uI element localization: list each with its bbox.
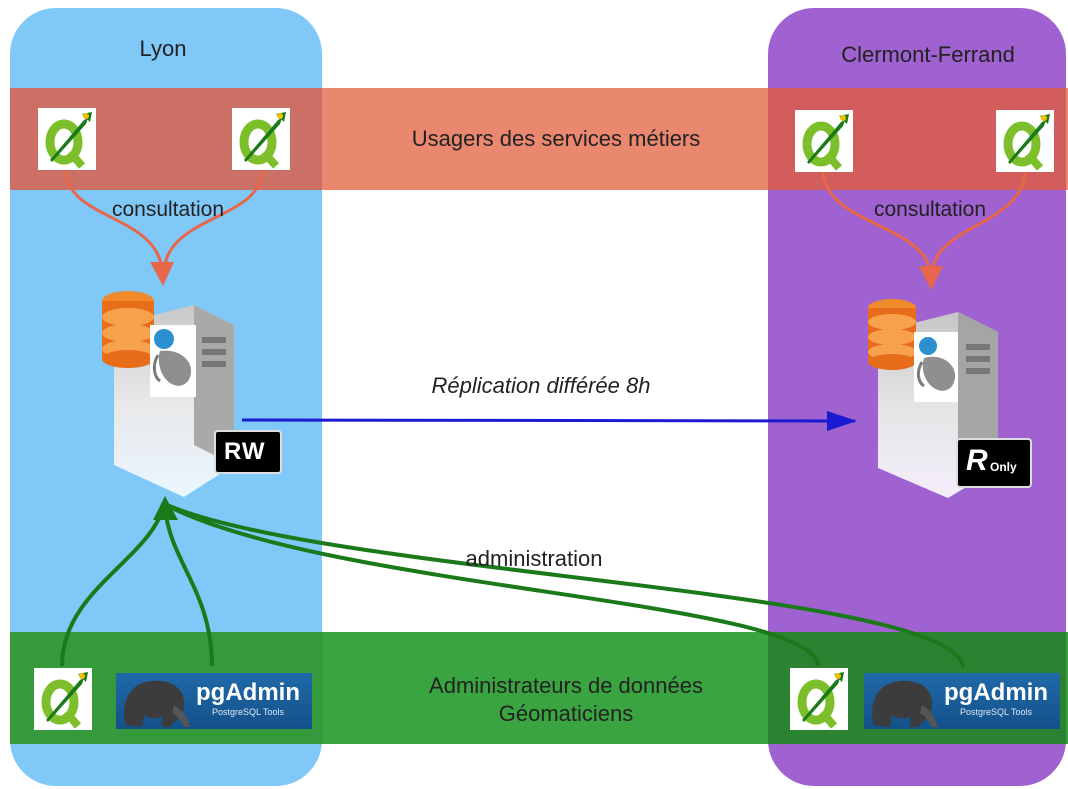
- postgresql-elephant-icon: [124, 680, 190, 727]
- qgis-icon: [232, 108, 290, 170]
- consultation-arrow-right-a: [821, 169, 932, 276]
- admin-arrow-pgadmin-right: [166, 503, 965, 669]
- database-server-icon: [94, 285, 244, 500]
- qgis-icon: [38, 108, 96, 170]
- rw-badge: RW: [214, 430, 282, 474]
- site-title-lyon: Lyon: [139, 36, 187, 61]
- consultation-arrow-left-a: [64, 169, 164, 273]
- admin-arrow-qgis-left: [60, 504, 166, 667]
- admin-arrowhead: [153, 496, 178, 520]
- replication-label: Réplication différée 8h: [431, 373, 651, 398]
- pgadmin-title: pgAdmin: [944, 679, 1048, 706]
- site-title-clermont: Clermont-Ferrand: [841, 42, 1015, 67]
- pgadmin-subtitle: PostgreSQL Tools: [960, 707, 1033, 717]
- admin-band-label-line1: Administrateurs de données: [429, 673, 703, 698]
- consultation-arrow-left-b: [162, 169, 264, 273]
- administration-label: administration: [465, 546, 603, 571]
- pgadmin-title: pgAdmin: [196, 679, 300, 706]
- qgis-icon: [34, 668, 92, 730]
- consultation-label-right: consultation: [873, 198, 987, 221]
- globe-icon: [154, 329, 174, 349]
- admin-arrow-pgadmin-left: [163, 504, 214, 667]
- pgadmin-subtitle: PostgreSQL Tools: [212, 707, 285, 717]
- replication-arrow: [241, 410, 857, 431]
- admin-band-label-line2: Géomaticiens: [498, 701, 634, 726]
- consultation-label-left: consultation: [111, 198, 225, 221]
- qgis-icon: [795, 110, 853, 172]
- rw-badge-text: RW: [224, 438, 266, 465]
- read-only-badge-text: Only: [990, 460, 1017, 474]
- pgadmin-logo: pgAdmin PostgreSQL Tools: [864, 673, 1060, 729]
- qgis-icon: [790, 668, 848, 730]
- consultation-arrow-right-b: [930, 169, 1027, 276]
- postgresql-elephant-icon: [872, 680, 938, 727]
- consultation-arrowhead-right: [919, 266, 943, 290]
- consultation-arrowhead-left: [150, 262, 174, 286]
- admin-arrow-qgis-right: [165, 503, 820, 667]
- read-only-badge-letter: R: [966, 444, 988, 477]
- pgadmin-logo: pgAdmin PostgreSQL Tools: [116, 673, 312, 729]
- read-only-badge: R Only: [956, 438, 1032, 488]
- users-band-label: Usagers des services métiers: [411, 126, 701, 151]
- qgis-icon: [996, 110, 1054, 172]
